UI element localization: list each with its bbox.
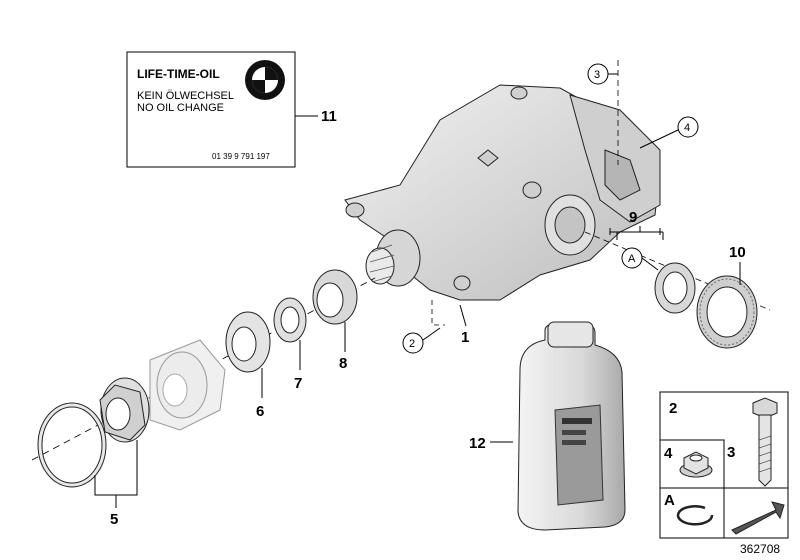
callout-a-circle: A bbox=[621, 247, 643, 269]
callout-3-circle: 3 bbox=[587, 63, 609, 85]
differential-housing bbox=[344, 84, 661, 301]
collar-nut-5 bbox=[99, 377, 150, 443]
legend-nut-label: 4 bbox=[664, 445, 673, 462]
radial-seal-8 bbox=[312, 269, 358, 325]
output-flange bbox=[149, 339, 226, 431]
hardware-legend: 2 3 4 A bbox=[659, 391, 789, 539]
bmw-logo-icon bbox=[245, 60, 285, 100]
oil-bottle-12 bbox=[517, 321, 626, 531]
legend-bolt-label-b: 3 bbox=[727, 444, 735, 461]
svg-text:2: 2 bbox=[409, 338, 415, 350]
bolt-icon bbox=[752, 397, 778, 487]
snap-ring-icon bbox=[676, 505, 714, 526]
shaft-seal-9 bbox=[654, 262, 696, 314]
callout-7: 7 bbox=[294, 375, 302, 392]
callout-1: 1 bbox=[461, 329, 469, 346]
callout-5: 5 bbox=[110, 511, 118, 528]
callout-4-circle: 4 bbox=[677, 116, 699, 138]
svg-text:3: 3 bbox=[594, 69, 600, 81]
o-ring-5 bbox=[37, 402, 107, 488]
callout-11: 11 bbox=[321, 108, 337, 125]
svg-text:4: 4 bbox=[684, 122, 690, 134]
sticker-code: 01 39 9 791 197 bbox=[212, 152, 270, 161]
oil-sticker: LIFE-TIME-OIL KEIN ÖLWECHSEL NO OIL CHAN… bbox=[126, 51, 296, 168]
svg-text:A: A bbox=[628, 253, 636, 265]
legend-bolt-label: 2 bbox=[669, 400, 677, 417]
callout-2-circle: 2 bbox=[402, 332, 424, 354]
callout-12: 12 bbox=[469, 435, 486, 452]
direction-arrow-icon bbox=[731, 501, 785, 535]
sticker-line-1: KEIN ÖLWECHSEL bbox=[137, 90, 234, 102]
sticker-title: LIFE-TIME-OIL bbox=[137, 67, 220, 81]
callout-9: 9 bbox=[629, 209, 637, 226]
callout-6: 6 bbox=[256, 403, 264, 420]
document-id: 362708 bbox=[740, 542, 780, 556]
spacer-ring-7 bbox=[273, 297, 307, 343]
sticker-line-2: NO OIL CHANGE bbox=[137, 102, 224, 114]
washer-6 bbox=[225, 311, 271, 373]
callout-8: 8 bbox=[339, 355, 347, 372]
callout-10: 10 bbox=[729, 244, 746, 261]
legend-ring-label: A bbox=[664, 492, 675, 509]
threaded-ring-10 bbox=[696, 275, 758, 349]
flange-nut-icon bbox=[679, 451, 713, 478]
